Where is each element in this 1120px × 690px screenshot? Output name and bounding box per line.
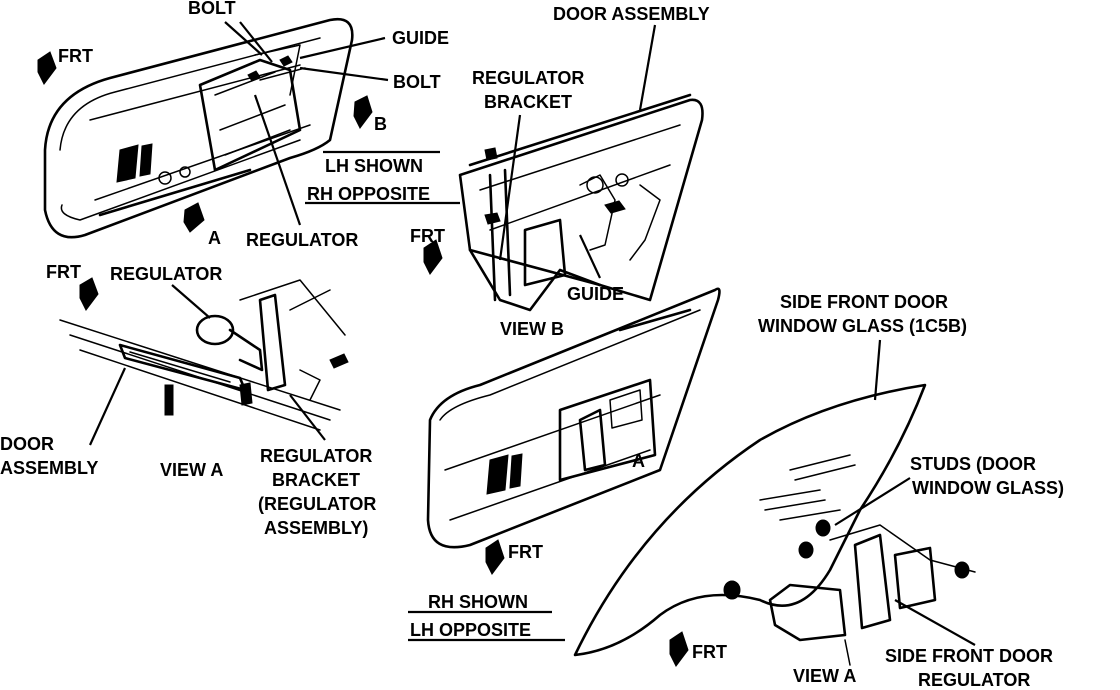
regulator-bottom-leader [894, 599, 976, 646]
label-view-a-2: VIEW A [793, 666, 856, 686]
label-regulator-bracket-2-line2: BRACKET [272, 470, 360, 490]
label-a-marker-2: A [632, 451, 645, 471]
label-regulator-bracket-2-line1: REGULATOR [260, 446, 372, 466]
label-bolt-top: BOLT [188, 0, 236, 18]
label-regulator-bracket-2-line4: ASSEMBLY) [264, 518, 368, 538]
door-center [426, 287, 721, 549]
label-regulator-bracket-2-line3: (REGULATOR [258, 494, 376, 514]
frt-arrow-5 [669, 631, 689, 667]
label-regulator-bracket-1-line2: BRACKET [484, 92, 572, 112]
label-regulator-bottom-line2: REGULATOR [918, 670, 1030, 690]
regulator-1-leader [253, 94, 302, 226]
label-frt-2: FRT [410, 226, 445, 246]
label-studs-line1: STUDS (DOOR [910, 454, 1036, 474]
frt-arrow-3 [79, 277, 99, 311]
frt-arrow-4 [485, 539, 505, 575]
label-frt-4: FRT [508, 542, 543, 562]
label-rh-opposite: RH OPPOSITE [307, 184, 430, 204]
label-regulator-bracket-1-line1: REGULATOR [472, 68, 584, 88]
door-top-left [43, 17, 354, 239]
b-arrow [353, 95, 373, 129]
label-view-b: VIEW B [500, 319, 564, 339]
window-glass-leader [873, 339, 882, 401]
label-a-marker-1: A [208, 228, 221, 248]
guide-2-leader [579, 234, 601, 279]
a-arrow-1 [183, 202, 205, 233]
guide-1-leader [299, 36, 386, 60]
frt-arrow-2 [423, 239, 443, 275]
label-window-glass-line1: SIDE FRONT DOOR [780, 292, 948, 312]
regulator-bracket-1-leader [498, 114, 522, 261]
label-view-a-1: VIEW A [160, 460, 223, 480]
label-studs-line2: WINDOW GLASS) [912, 478, 1064, 498]
lh-shown-underlines [305, 150, 460, 205]
label-frt-1: FRT [58, 46, 93, 66]
bolt-2-leader [299, 66, 389, 82]
label-regulator-1: REGULATOR [246, 230, 358, 250]
label-door-assembly-left-line1: DOOR [0, 434, 54, 454]
label-door-assembly-top: DOOR ASSEMBLY [553, 4, 710, 24]
label-frt-5: FRT [692, 642, 727, 662]
label-door-assembly-left-line2: ASSEMBLY [0, 458, 98, 478]
label-b-marker: B [374, 114, 387, 134]
door-view-b [458, 93, 704, 312]
window-glass [573, 383, 976, 666]
frt-arrow-1 [37, 51, 57, 85]
door-assembly-left-leader [88, 367, 127, 446]
label-guide-1: GUIDE [392, 28, 449, 48]
label-bolt-2: BOLT [393, 72, 441, 92]
label-rh-shown: RH SHOWN [428, 592, 528, 612]
bolt-top-leader [224, 21, 273, 63]
regulator-bracket-2-leader [289, 394, 326, 441]
regulator-2-leader [171, 284, 211, 319]
label-regulator-2: REGULATOR [110, 264, 222, 284]
door-view-a-left [59, 279, 349, 431]
label-lh-shown: LH SHOWN [325, 156, 423, 176]
door-assembly-top-leader [638, 24, 657, 111]
studs-leader [834, 477, 911, 526]
label-window-glass-line2: WINDOW GLASS (1C5B) [758, 316, 967, 336]
label-lh-opposite: LH OPPOSITE [410, 620, 531, 640]
rh-shown-underlines [408, 610, 565, 642]
label-frt-3: FRT [46, 262, 81, 282]
label-regulator-bottom-line1: SIDE FRONT DOOR [885, 646, 1053, 666]
label-guide-2: GUIDE [567, 284, 624, 304]
